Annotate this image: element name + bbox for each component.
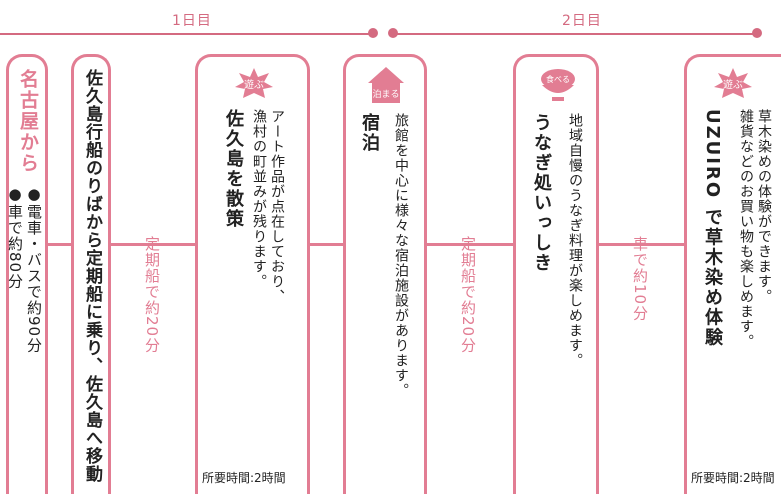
walk-badge-label: 遊ぶ [244, 78, 264, 91]
day1-line [0, 33, 370, 35]
connector-1 [44, 243, 74, 246]
dye-title: UZUIRO で草木染め体験 [702, 109, 723, 348]
stay-title: 宿泊 [359, 113, 380, 153]
connector-5 [596, 243, 686, 246]
dye-desc-1: 草木染めの体験ができます。 [756, 109, 772, 304]
walk-time: 所要時間:2時間 [202, 471, 286, 485]
card-eel: 食べる うなぎ処いっしき 地域自慢のうなぎ料理が楽しめます。 [513, 54, 599, 494]
nagoya-route-car: ●車で約80分 [6, 185, 24, 290]
eel-title: うなぎ処いっしき [531, 113, 552, 273]
transit-ferry-1: 定期船で約20分 [143, 236, 161, 354]
day2-line [394, 33, 754, 35]
walk-desc-2: 漁村の町並みが残ります。 [251, 109, 267, 289]
card-walk: 遊ぶ 佐久島を散策 アート作品が点在しており、 漁村の町並みが残ります。 所要時… [195, 54, 310, 494]
connector-2 [108, 243, 198, 246]
day1-end-dot [368, 28, 378, 38]
connector-4 [424, 243, 516, 246]
dye-badge-label: 遊ぶ [723, 78, 743, 91]
dye-desc-2: 雑貨などのお買い物も楽しめます。 [738, 109, 754, 349]
nagoya-route-train: ●電車・バスで約90分 [25, 185, 43, 354]
walk-desc-1: アート作品が点在しており、 [269, 109, 285, 304]
eel-badge-label: 食べる [546, 74, 570, 84]
eat-bowl-icon: 食べる [541, 69, 575, 101]
play-badge-icon: 遊ぶ [235, 68, 273, 98]
ferry-title: 佐久島行船のりばから定期船に乗り、佐久島へ移動 [82, 69, 102, 483]
stay-badge-label: 泊まる [372, 89, 399, 100]
walk-title: 佐久島を散策 [223, 109, 244, 229]
day1-label: 1日目 [172, 13, 212, 29]
transit-car: 車で約10分 [631, 236, 649, 322]
connector-3 [310, 243, 346, 246]
day2-start-dot [388, 28, 398, 38]
nagoya-title: 名古屋から [17, 69, 39, 174]
play-badge-icon: 遊ぶ [714, 68, 752, 98]
card-stay: 泊まる 宿泊 旅館を中心に様々な宿泊施設があります。 [343, 54, 427, 494]
card-nagoya: 名古屋から ●車で約80分 ●電車・バスで約90分 [6, 54, 48, 494]
stay-desc: 旅館を中心に様々な宿泊施設があります。 [393, 113, 409, 398]
card-ferry: 佐久島行船のりばから定期船に乗り、佐久島へ移動 [71, 54, 111, 494]
eel-desc: 地域自慢のうなぎ料理が楽しめます。 [567, 113, 583, 368]
day2-label: 2日目 [562, 13, 602, 29]
lodging-house-icon: 泊まる [368, 67, 404, 103]
card-dye: 遊ぶ UZUIRO で草木染め体験 草木染めの体験ができます。 雑貨などのお買い… [684, 54, 781, 494]
dye-time: 所要時間:2時間 [691, 471, 775, 485]
day2-end-dot [752, 28, 762, 38]
transit-ferry-2: 定期船で約20分 [459, 236, 477, 354]
